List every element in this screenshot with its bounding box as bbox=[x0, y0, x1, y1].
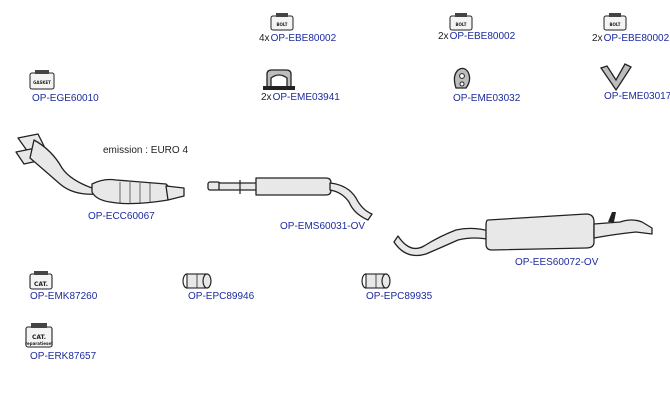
clamp-icon bbox=[361, 273, 391, 289]
part-code: OP-EGE60010 bbox=[32, 93, 99, 104]
part-label-ebe80002-b[interactable]: 2xOP-EBE80002 bbox=[438, 31, 515, 43]
part-code: OP-EES60072-OV bbox=[515, 257, 599, 268]
clamp-icon bbox=[182, 273, 212, 289]
bolt-box-label: BOLT bbox=[609, 22, 620, 27]
part-label-eme03017[interactable]: OP-EME03017 bbox=[604, 91, 670, 103]
part-code: OP-ERK87657 bbox=[30, 351, 97, 362]
part-code: OP-EMS60031-OV bbox=[280, 221, 366, 232]
bolt-box-icon: BOLT bbox=[449, 13, 473, 31]
bolt-box-icon: BOLT bbox=[603, 13, 627, 31]
quantity: 2x bbox=[438, 31, 449, 42]
part-label-epc89946[interactable]: OP-EPC89946 bbox=[188, 291, 254, 303]
part-code: OP-EME03017 bbox=[604, 91, 670, 102]
part-code: OP-ECC60067 bbox=[88, 211, 155, 222]
cat-repair-set-icon: CAT. reparatieset bbox=[25, 323, 53, 348]
part-label-ebe80002-a[interactable]: 4xOP-EBE80002 bbox=[259, 33, 336, 45]
bolt-box-label: BOLT bbox=[276, 22, 287, 27]
part-label-ees60072[interactable]: OP-EES60072-OV bbox=[515, 257, 598, 269]
part-code: OP-EPC89946 bbox=[188, 291, 255, 302]
gasket-box-label: GASKET bbox=[33, 80, 51, 85]
part-label-epc89935[interactable]: OP-EPC89935 bbox=[366, 291, 432, 303]
middle-muffler-icon bbox=[207, 177, 373, 221]
hanger-icon bbox=[453, 67, 471, 89]
bolt-box-label: BOLT bbox=[455, 22, 466, 27]
part-label-ecc60067[interactable]: OP-ECC60067 bbox=[88, 211, 155, 223]
quantity: 2x bbox=[261, 92, 272, 103]
part-label-ems60031[interactable]: OP-EMS60031-OV bbox=[280, 221, 365, 233]
part-label-emk87260[interactable]: OP-EMK87260 bbox=[30, 291, 97, 303]
part-label-erk87657[interactable]: OP-ERK87657 bbox=[30, 351, 96, 363]
cat-box-icon: CAT. bbox=[29, 271, 53, 290]
rear-muffler-icon bbox=[393, 212, 653, 257]
part-label-ege60010[interactable]: OP-EGE60010 bbox=[32, 93, 99, 105]
part-code: OP-EBE80002 bbox=[603, 33, 670, 44]
part-code: OP-EME03941 bbox=[272, 92, 340, 103]
rubber-mount-icon bbox=[263, 69, 295, 90]
bracket-icon bbox=[599, 63, 632, 92]
part-label-ebe80002-c[interactable]: 2xOP-EBE80002 bbox=[592, 33, 669, 45]
part-code: OP-EME03032 bbox=[453, 93, 521, 104]
part-code: OP-EPC89935 bbox=[366, 291, 433, 302]
bolt-box-icon: BOLT bbox=[270, 13, 294, 31]
cat-box-label: CAT. bbox=[34, 281, 48, 288]
catalytic-converter-icon bbox=[15, 133, 185, 205]
cat-repair-set-sublabel: reparatieset bbox=[25, 341, 53, 346]
cat-repair-set-label: CAT. bbox=[32, 334, 46, 341]
part-label-eme03032[interactable]: OP-EME03032 bbox=[453, 93, 520, 105]
emission-note: emission : EURO 4 bbox=[103, 145, 189, 156]
part-code: OP-EBE80002 bbox=[449, 31, 516, 42]
part-label-eme03941[interactable]: 2xOP-EME03941 bbox=[261, 92, 340, 104]
gasket-box-icon: GASKET bbox=[29, 70, 55, 90]
part-code: OP-EMK87260 bbox=[30, 291, 98, 302]
quantity: 4x bbox=[259, 33, 270, 44]
part-code: OP-EBE80002 bbox=[270, 33, 337, 44]
quantity: 2x bbox=[592, 33, 603, 44]
